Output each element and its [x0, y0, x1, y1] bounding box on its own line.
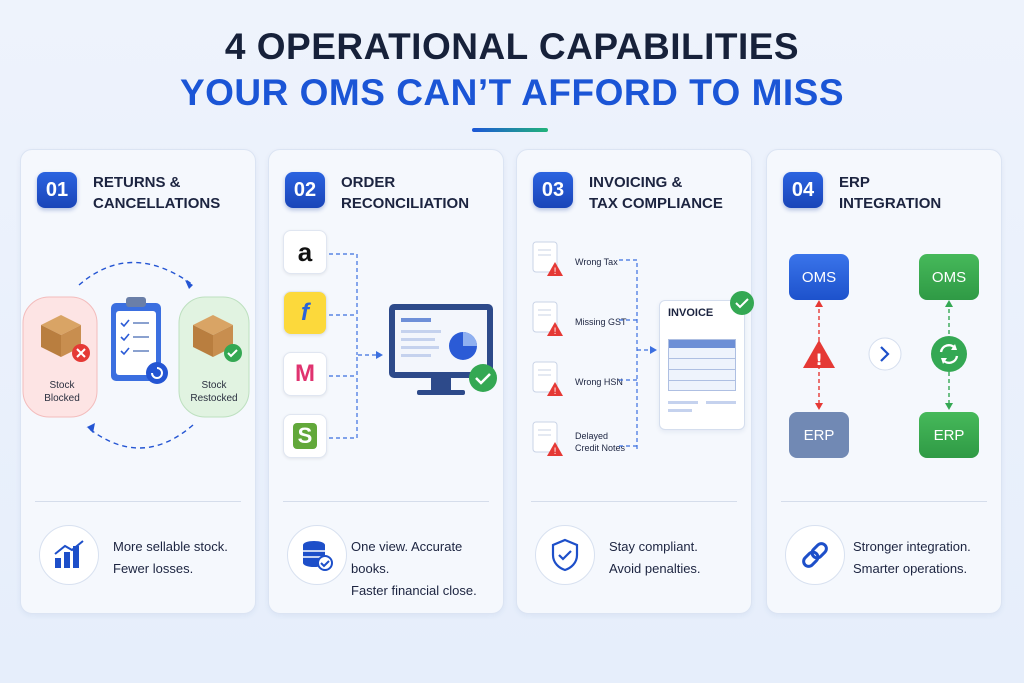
divider — [531, 501, 737, 502]
flipkart-logo: f — [283, 291, 327, 335]
divider — [283, 501, 489, 502]
card-invoicing-tax: 03 INVOICING &TAX COMPLIANCE ! ! ! ! Wro… — [516, 149, 754, 614]
shield-check-icon — [535, 525, 595, 585]
issue-label: Wrong Tax — [575, 257, 618, 267]
oms-box-before: OMS — [789, 254, 849, 300]
headline-line-1: 4 OPERATIONAL CAPABILITIES — [224, 26, 800, 67]
myntra-logo: M — [283, 352, 327, 396]
checklist-icon — [111, 297, 161, 381]
card-benefit: One view. Accurate books.Faster financia… — [351, 539, 477, 598]
issue-label: Delayed Credit Notes — [575, 431, 626, 453]
returns-diagram — [22, 261, 250, 449]
card-benefit: Stronger integration.Smarter operations. — [853, 539, 971, 576]
shopify-logo: S — [283, 414, 327, 458]
svg-text:!: ! — [553, 267, 557, 277]
svg-text:!: ! — [553, 387, 557, 397]
erp-box-after: ERP — [919, 412, 979, 458]
monitor-icon — [389, 304, 497, 395]
connector-lines — [329, 253, 383, 439]
card-title: RETURNS &CANCELLATIONS — [93, 174, 221, 212]
title-underline — [472, 128, 548, 132]
invoice-document: INVOICE — [659, 291, 754, 430]
card-number: 03 — [533, 172, 573, 208]
headline-line-2: YOUR OMS CAN’T AFFORD TO MISS — [179, 72, 845, 113]
card-title: INVOICING &TAX COMPLIANCE — [589, 174, 723, 212]
oms-box-after: OMS — [919, 254, 979, 300]
connector-lines — [619, 259, 657, 450]
warning-icon: ! — [803, 340, 835, 369]
chevron-right-icon — [868, 337, 902, 371]
database-check-icon — [287, 525, 347, 585]
card-benefit: More sellable stock.Fewer losses. — [113, 539, 228, 576]
divider — [781, 501, 987, 502]
growth-chart-icon — [39, 525, 99, 585]
svg-text:!: ! — [815, 350, 822, 369]
card-returns-cancellations: 01 RETURNS &CANCELLATIONS — [20, 149, 256, 614]
refresh-icon — [146, 362, 168, 384]
link-icon — [785, 525, 845, 585]
document-warning-icons: ! ! ! ! — [532, 241, 563, 457]
amazon-logo: a — [283, 230, 327, 274]
svg-text:!: ! — [553, 327, 557, 337]
issue-label: Missing GST — [575, 317, 627, 327]
integration-flow: ! — [803, 300, 967, 410]
sync-icon — [931, 336, 967, 372]
issue-label: Wrong HSN — [575, 377, 623, 387]
card-number: 01 — [37, 172, 77, 208]
card-number: 04 — [783, 172, 823, 208]
check-icon — [730, 291, 754, 315]
erp-box-before: ERP — [789, 412, 849, 458]
card-number: 02 — [285, 172, 325, 208]
card-benefit: Stay compliant.Avoid penalties. — [609, 539, 701, 576]
svg-text:!: ! — [553, 447, 557, 457]
divider — [35, 501, 241, 502]
